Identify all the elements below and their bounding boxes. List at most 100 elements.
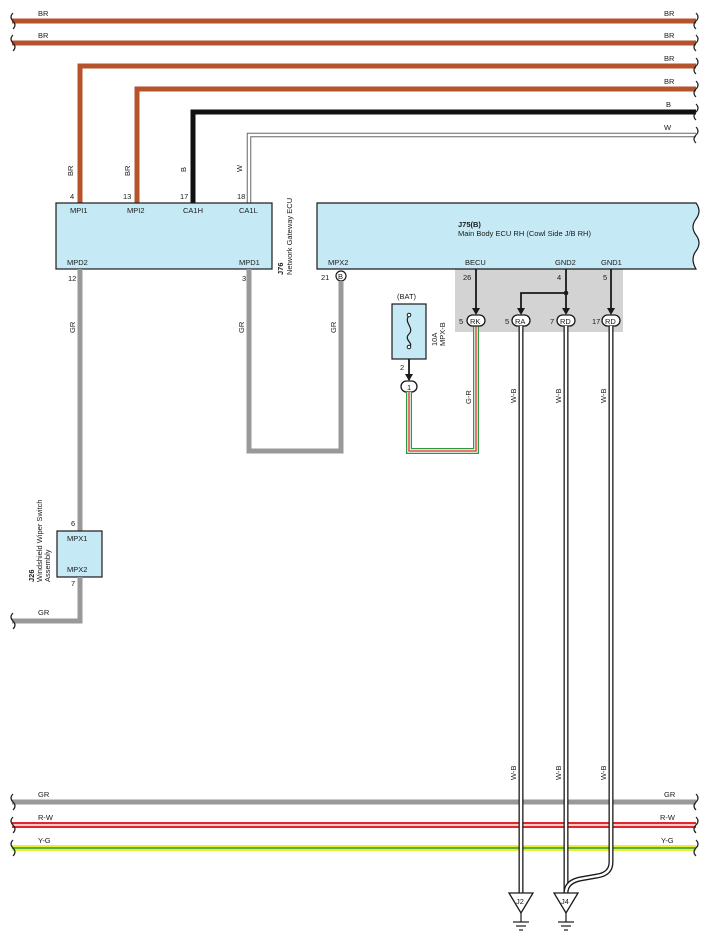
wire-gr-mpd1-mpx2: [246, 269, 344, 454]
wire-label: BR: [664, 9, 675, 18]
wire-label: GR: [68, 321, 77, 333]
pin-label: CA1L: [239, 206, 258, 215]
wire-g-r: [406, 326, 479, 454]
ground-icon: [552, 892, 580, 915]
jb-connector-rk: [466, 314, 486, 327]
pin-label: MPX2: [67, 565, 87, 574]
wire-label: B: [179, 167, 188, 172]
wire-br-4: [134, 86, 696, 203]
arrow-icon: [405, 374, 413, 381]
fuse-box: [391, 303, 427, 360]
wire-label: W-B: [599, 389, 608, 403]
pin-number: 2: [400, 363, 404, 372]
wire-label: Y-G: [661, 836, 674, 845]
main-ecu-code: J75(B): [458, 220, 481, 229]
svg-text:RD: RD: [605, 317, 616, 326]
fuse-name: MPX-B: [438, 322, 447, 346]
gateway-code: J76: [276, 262, 285, 275]
wire-w: [246, 132, 696, 203]
ground-icon: [507, 892, 535, 915]
svg-text:J2: J2: [516, 897, 524, 906]
wire-label: R-W: [38, 813, 54, 822]
wiper-switch-name-2: Assembly: [43, 549, 52, 582]
pin-label: GND2: [555, 258, 576, 267]
wire-label: GR: [329, 321, 338, 333]
pin-number: 7: [71, 579, 75, 588]
right-break-marks: [693, 12, 699, 144]
wire-label: W: [235, 164, 244, 172]
wire-gr-wiper-out: [12, 577, 83, 624]
wire-label: BR: [664, 54, 675, 63]
wire-label: GR: [237, 321, 246, 333]
pin-label: MPD1: [239, 258, 260, 267]
wire-label: W-B: [599, 766, 608, 780]
pin-label: CA1H: [183, 206, 203, 215]
ground-j2: J2: [507, 892, 535, 931]
gateway-name: Network Gateway ECU: [285, 198, 294, 275]
pin-label: MPI2: [127, 206, 145, 215]
wire-label: W-B: [554, 766, 563, 780]
svg-text:RA: RA: [515, 317, 525, 326]
svg-text:J4: J4: [561, 897, 569, 906]
fuse-symbol: [406, 315, 412, 347]
wire-label: GR: [38, 790, 50, 799]
pin-number: 4: [557, 273, 561, 282]
pin-number: 5: [505, 317, 509, 326]
svg-text:RD: RD: [560, 317, 571, 326]
arrow-icon: [517, 308, 525, 315]
left-break-mark: [10, 612, 16, 630]
bottom-break-marks: [10, 793, 699, 857]
wire-label: BR: [66, 165, 75, 176]
pin-label: GND1: [601, 258, 622, 267]
pin-label: BECU: [465, 258, 486, 267]
pin-label: MPX2: [328, 258, 348, 267]
fuse-connector-label: 1: [407, 383, 411, 392]
left-break-marks: [10, 12, 16, 52]
wiper-switch-name: Windshield Wiper Switch: [35, 499, 44, 582]
pin-number: 17: [180, 192, 188, 201]
wire-br-3: [77, 63, 696, 203]
pin-number: 18: [237, 192, 245, 201]
pin-label: MPI1: [70, 206, 88, 215]
main-ecu-name: Main Body ECU RH (Cowl Side J/B RH): [458, 229, 591, 238]
wire-label: GR: [38, 608, 50, 617]
pin-number: 5: [459, 317, 463, 326]
pin-number: 12: [68, 274, 76, 283]
pin-number: 4: [70, 192, 74, 201]
wire-label: BR: [664, 31, 675, 40]
pin-label: MPD2: [67, 258, 88, 267]
wiper-switch-code: J26: [27, 569, 36, 582]
arrow-icon: [472, 308, 480, 315]
pin-number: 21: [321, 273, 329, 282]
wire-b: [190, 109, 696, 203]
main-ecu-box: [316, 202, 700, 270]
wire-label: W-B: [554, 389, 563, 403]
wire-label: W: [664, 123, 672, 132]
gateway-ecu-box: [55, 202, 273, 270]
fuse-source: (BAT): [397, 292, 417, 301]
wire-label: BR: [38, 9, 49, 18]
pin-number: 5: [603, 273, 607, 282]
wire-label: BR: [664, 77, 675, 86]
pin-number: 6: [71, 519, 75, 528]
ground-j4: J4: [552, 892, 580, 931]
wire-label: GR: [664, 790, 676, 799]
wire-label: R-W: [660, 813, 676, 822]
pin-label: MPX1: [67, 534, 87, 543]
wire-label: W-B: [509, 389, 518, 403]
svg-text:RK: RK: [470, 317, 480, 326]
wire-label: BR: [123, 165, 132, 176]
pin-number: 17: [592, 317, 600, 326]
fuse-rating: 10A: [430, 333, 439, 346]
connector-b-label: B: [338, 272, 343, 281]
junction-dot: [563, 290, 569, 296]
arrow-icon: [607, 308, 615, 315]
bottom-wire-group: GR GR R-W R-W Y-G Y-G: [12, 790, 696, 851]
pin-number: 26: [463, 273, 471, 282]
pin-number: 3: [242, 274, 246, 283]
pin-number: 13: [123, 192, 131, 201]
wire-label: Y-G: [38, 836, 51, 845]
top-wire-group: BR BR BR BR BR BR B W: [12, 9, 696, 203]
arrow-icon: [562, 308, 570, 315]
